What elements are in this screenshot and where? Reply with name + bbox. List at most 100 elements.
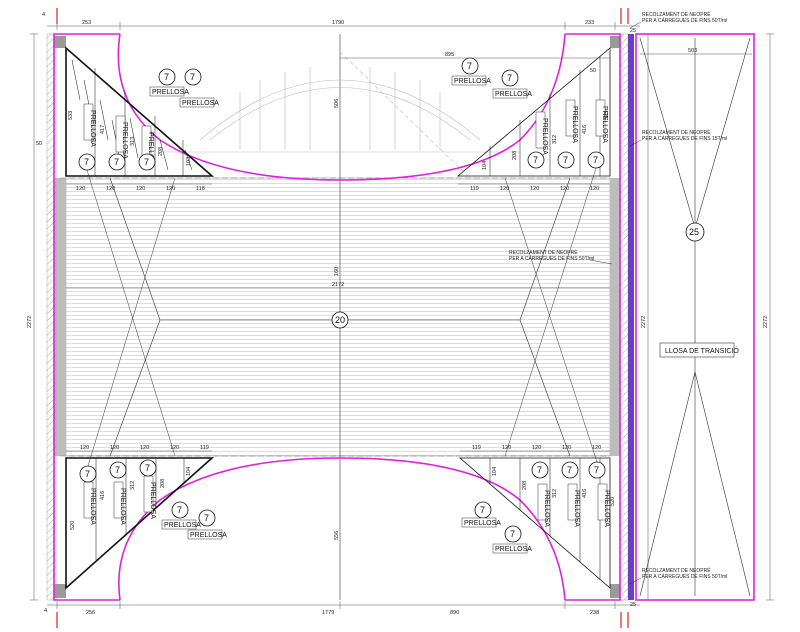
svg-text:PER A CÀRREGUES DE FINS 15T/ml: PER A CÀRREGUES DE FINS 15T/ml xyxy=(642,135,727,142)
dim-transition-width: 503 xyxy=(688,48,697,54)
bubbles-bottom-left: 7 7 7 7 7 PRELLOSA PRELLOSA xyxy=(79,177,227,540)
svg-text:PRELLOSA: PRELLOSA xyxy=(182,100,219,107)
svg-text:417: 417 xyxy=(100,125,106,134)
dim-edge-50-left: 50 xyxy=(36,141,42,147)
svg-text:RECOLZAMENT DE NEOPRÈ: RECOLZAMENT DE NEOPRÈ xyxy=(642,129,711,136)
right-wall-hatch xyxy=(619,33,629,601)
svg-text:103: 103 xyxy=(186,157,192,166)
neoprene-support-bar xyxy=(628,34,634,600)
svg-text:PRELLOSA: PRELLOSA xyxy=(149,482,156,519)
svg-text:119: 119 xyxy=(200,445,209,451)
svg-text:7: 7 xyxy=(537,465,542,475)
svg-text:PER A CÀRREGUES DE FINS 50T/ml: PER A CÀRREGUES DE FINS 50T/ml xyxy=(642,573,727,580)
dim-bottom-span: 890 xyxy=(450,610,459,616)
svg-text:PER A CÀRREGUES DE FINS 50T/ml: PER A CÀRREGUES DE FINS 50T/ml xyxy=(642,17,727,24)
prellosa-tr-depths: 104 208 312 416 523 xyxy=(482,111,610,170)
svg-text:416: 416 xyxy=(582,125,588,134)
dim-edge-50-right: 50 xyxy=(590,68,596,74)
dim-right-height-outer: 2272 xyxy=(763,316,769,328)
svg-text:7: 7 xyxy=(594,465,599,475)
svg-text:416: 416 xyxy=(582,489,588,498)
svg-text:PRELLOSA: PRELLOSA xyxy=(601,106,608,143)
bubbles-top-right: 7 7 7 7 7 PRELLOSA PRELLOSA xyxy=(451,57,605,457)
arch-elevation-ghost xyxy=(160,51,520,179)
dim-top-right: 233 xyxy=(585,20,594,26)
svg-text:7: 7 xyxy=(115,465,120,475)
prellosa-tl-text-3: PRELLOSA xyxy=(147,132,154,169)
prellosa-triangle-top-left xyxy=(65,46,215,177)
svg-text:312: 312 xyxy=(552,135,558,144)
svg-text:7: 7 xyxy=(177,505,182,515)
prellosa-top-left-vertical-labels: PRELLOSA PRELLOSA PRELLOSA xyxy=(83,103,154,169)
dim-left-height: 2272 xyxy=(27,316,33,328)
svg-text:PRELLOSA: PRELLOSA xyxy=(571,106,578,143)
row-dims-bottom-right: 119 120 120 120 120 xyxy=(460,445,610,452)
svg-text:120: 120 xyxy=(140,445,149,451)
svg-text:7: 7 xyxy=(480,505,485,515)
left-top-block xyxy=(54,36,66,48)
dim-top-left: 253 xyxy=(82,20,91,26)
dim-top-span: 895 xyxy=(445,52,454,58)
svg-text:312: 312 xyxy=(552,489,558,498)
svg-text:523: 523 xyxy=(604,111,610,120)
right-top-block xyxy=(610,36,620,48)
svg-text:120: 120 xyxy=(532,445,541,451)
svg-text:120: 120 xyxy=(590,186,599,192)
bubbles-top-left: 7 7 7 7 7 PRELLOSA PRELLOSA xyxy=(78,68,219,457)
svg-text:208: 208 xyxy=(160,479,166,488)
svg-text:120: 120 xyxy=(502,445,511,451)
axis-markers xyxy=(56,8,629,628)
svg-text:208: 208 xyxy=(512,151,518,160)
bottom-dimension-line xyxy=(47,601,640,609)
svg-text:7: 7 xyxy=(144,157,149,167)
svg-text:PRELLOSA: PRELLOSA xyxy=(454,78,491,85)
dim-edge-4: 4 xyxy=(42,12,45,18)
bottom-arc-outline xyxy=(118,457,566,601)
bubble-20-circle xyxy=(331,311,349,329)
bubbles-bottom-right: 7 7 7 7 7 PRELLOSA PRELLOSA xyxy=(461,177,606,554)
svg-text:7: 7 xyxy=(204,513,209,523)
svg-text:PRELLOSA: PRELLOSA xyxy=(119,488,126,525)
dim-edge-4-bottom: 4 xyxy=(44,608,47,614)
svg-text:PRELLOSA: PRELLOSA xyxy=(573,490,580,527)
deck-outline-right xyxy=(565,33,621,601)
svg-text:120: 120 xyxy=(106,186,115,192)
prellosa-triangle-bottom-right xyxy=(458,457,611,589)
transition-slab-cross xyxy=(639,37,751,597)
svg-text:520: 520 xyxy=(610,497,616,506)
svg-text:7: 7 xyxy=(533,155,538,165)
svg-text:PRELLOSA: PRELLOSA xyxy=(543,490,550,527)
svg-text:7: 7 xyxy=(510,529,515,539)
svg-text:533: 533 xyxy=(68,111,74,120)
svg-text:119: 119 xyxy=(470,186,479,192)
svg-text:7: 7 xyxy=(145,463,150,473)
svg-text:520: 520 xyxy=(70,521,76,530)
note-bottom-right: RECOLZAMENT DE NEOPRÈ PER A CÀRREGUES DE… xyxy=(629,567,727,585)
svg-text:208: 208 xyxy=(158,147,164,156)
left-bottom-block xyxy=(54,584,66,598)
bubble-20-label: 20 xyxy=(335,315,345,325)
svg-text:120: 120 xyxy=(560,186,569,192)
dim-bottom-right: 238 xyxy=(590,610,599,616)
svg-text:RECOLZAMENT DE NEOPRÈ: RECOLZAMENT DE NEOPRÈ xyxy=(509,249,578,256)
prellosa-triangle-top-right xyxy=(456,47,611,177)
svg-text:PRELLOSA: PRELLOSA xyxy=(541,118,548,155)
svg-text:RECOLZAMENT DE NEOPRÈ: RECOLZAMENT DE NEOPRÈ xyxy=(642,11,711,18)
svg-text:7: 7 xyxy=(593,155,598,165)
prellosa-tl-depths: 533 417 313 208 103 xyxy=(68,111,192,166)
row-dims-top-right: 119 120 120 120 120 xyxy=(458,183,610,192)
svg-text:416: 416 xyxy=(100,491,106,500)
svg-text:PRELLOSA: PRELLOSA xyxy=(152,89,189,96)
svg-text:313: 313 xyxy=(130,137,136,146)
svg-text:120: 120 xyxy=(592,445,601,451)
svg-text:7: 7 xyxy=(467,61,472,71)
svg-text:120: 120 xyxy=(166,186,175,192)
prellosa-tl-text-1: PRELLOSA xyxy=(89,110,96,147)
svg-text:104: 104 xyxy=(492,467,498,476)
svg-text:120: 120 xyxy=(80,445,89,451)
svg-text:118: 118 xyxy=(196,186,205,192)
dim-bottom-mid: 1779 xyxy=(322,610,334,616)
svg-text:120: 120 xyxy=(530,186,539,192)
svg-text:104: 104 xyxy=(482,161,488,170)
